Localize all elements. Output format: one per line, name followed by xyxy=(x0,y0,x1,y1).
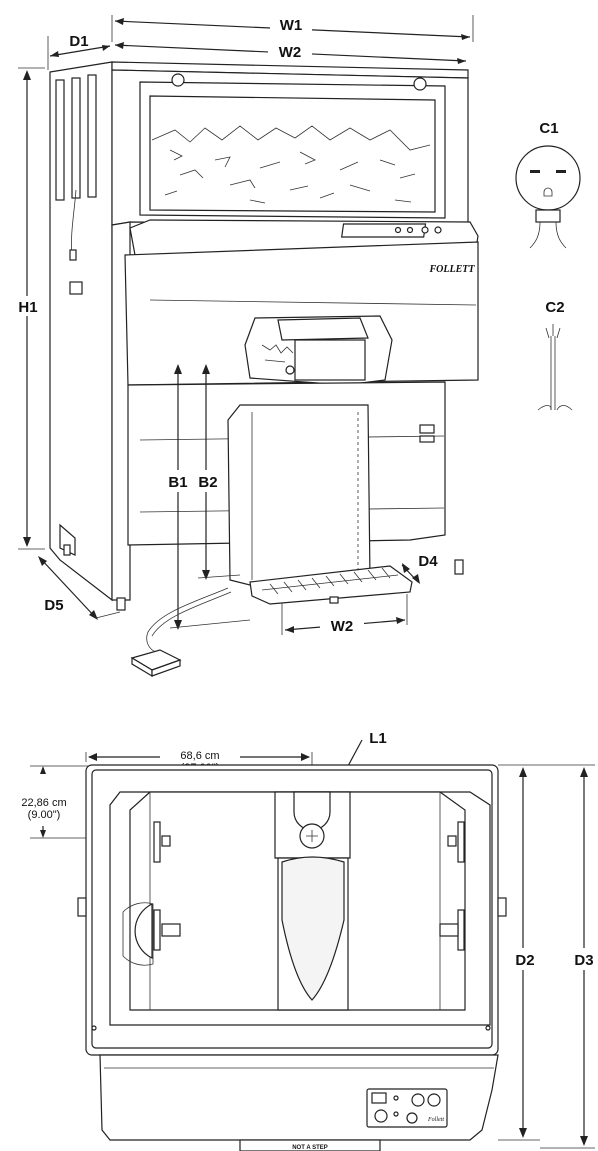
d2-label: D2 xyxy=(515,952,534,969)
w1-label: W1 xyxy=(280,17,303,34)
c2-label: C2 xyxy=(545,299,564,316)
dispenser-plan-view: 68,6 cm (27.00") L1 22,86 cm (9.00") xyxy=(21,730,598,1151)
ice-hopper-window xyxy=(139,73,446,219)
b1-b2-dimensions: B1 B2 xyxy=(164,364,251,630)
d4-dimension: D4 xyxy=(401,553,438,584)
h1-label: H1 xyxy=(18,299,37,316)
w1-dimension: W1 xyxy=(111,14,474,42)
console-brand-logo: Follett xyxy=(427,1117,444,1123)
b2-label: B2 xyxy=(198,474,217,491)
w2-bottom-label: W2 xyxy=(331,618,354,635)
w2-bottom-dimension: W2 xyxy=(281,594,408,636)
b1-label: B1 xyxy=(168,474,187,491)
plan-front-console: Follett NOT A STEP xyxy=(99,1054,499,1151)
d3-label: D3 xyxy=(574,952,593,969)
d5-dimension: D5 xyxy=(38,556,121,620)
dispenser-head: FOLLETT xyxy=(124,219,479,386)
width-metric-label: 68,6 cm xyxy=(180,750,219,762)
depth-metric-label: 22,86 cm xyxy=(21,797,66,809)
c1-label: C1 xyxy=(539,120,558,137)
d2-dimension: D2 xyxy=(498,764,540,1141)
l1-label: L1 xyxy=(369,730,387,747)
h1-dimension: H1 xyxy=(14,67,45,550)
connector-c2: C2 xyxy=(537,299,573,411)
drip-tray-pedestal xyxy=(227,404,413,605)
w2-top-dimension: W2 xyxy=(114,40,467,64)
cabinet-side-panel xyxy=(49,61,113,602)
depth-dimension-22cm: 22,86 cm (9.00") xyxy=(21,765,305,839)
d4-label: D4 xyxy=(418,553,438,570)
d1-label: D1 xyxy=(69,33,88,50)
brand-logo: FOLLETT xyxy=(429,264,476,275)
w2-top-label: W2 xyxy=(279,44,302,61)
d5-label: D5 xyxy=(44,597,63,614)
dispenser-perspective-view: W1 W2 D1 H1 xyxy=(14,14,479,678)
d3-dimension: D3 xyxy=(540,764,598,1149)
center-chute xyxy=(274,791,351,1011)
depth-imperial-label: (9.00") xyxy=(28,809,61,821)
d1-dimension: D1 xyxy=(47,33,111,70)
not-a-step-label: NOT A STEP xyxy=(292,1145,328,1151)
connector-c1: C1 xyxy=(515,120,581,249)
foot-pedal xyxy=(130,587,232,678)
